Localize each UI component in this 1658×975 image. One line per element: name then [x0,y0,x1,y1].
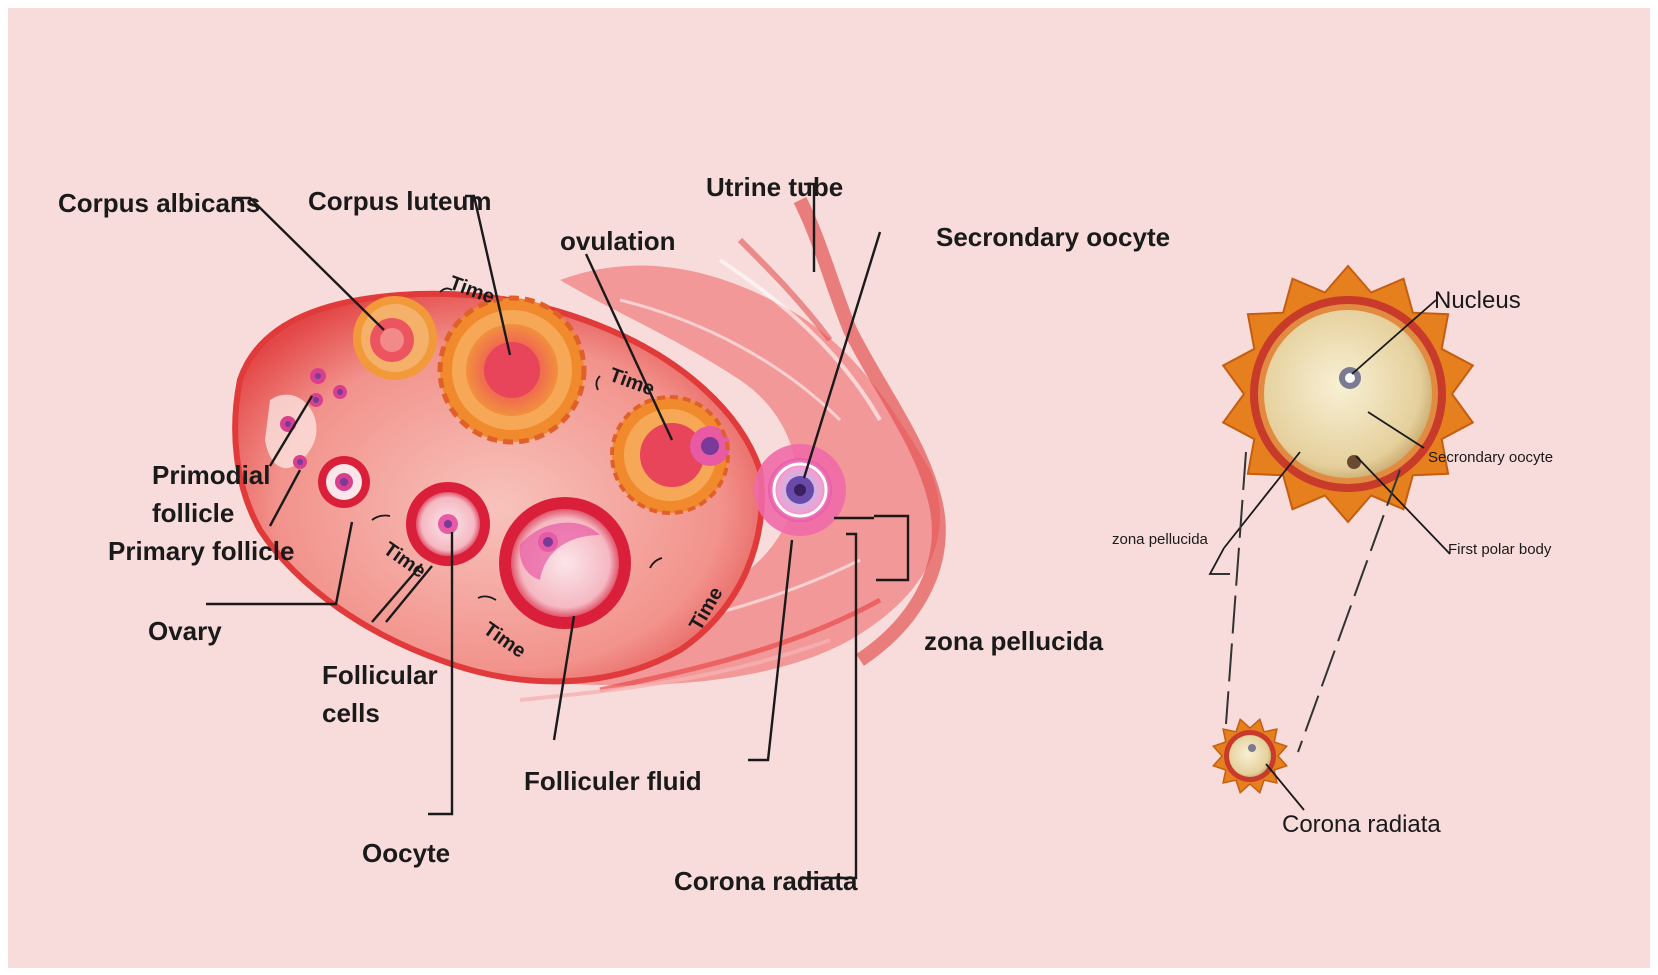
label-zona-pellucida: zona pellucida [924,626,1104,656]
corpus-luteum [440,298,584,442]
label-primodial: Primodial [152,460,270,490]
corpus-albicans [353,296,437,380]
label-ovary: Ovary [148,616,222,646]
label-ovulation: ovulation [560,226,676,256]
label-follicular-fluid: Folliculer fluid [524,766,702,796]
secondary-follicle [406,482,490,566]
primary-follicle [318,456,370,508]
label-secondary-oocyte: Secrondary oocyte [936,222,1170,252]
label-cells: cells [322,698,380,728]
label-follicle: follicle [152,498,234,528]
label-follicular: Follicular [322,660,438,690]
released-secondary-oocyte [754,444,846,536]
antral-follicle [499,497,631,629]
label-corpus-albicans: Corpus albicans [58,188,260,218]
detail-label-corona-radiata: Corona radiata [1282,811,1441,838]
label-primary-follicle: Primary follicle [108,536,294,566]
detail-label-nucleus: Nucleus [1434,287,1521,314]
label-oocyte: Oocyte [362,838,450,868]
ovulating-follicle [612,397,730,513]
label-corona-radiata: Corona radiata [674,866,858,896]
detail-label-secondary-oocyte: Secrondary oocyte [1428,449,1553,466]
label-utrine-tube: Utrine tube [706,172,843,202]
detail-oocyte-small [1213,719,1286,792]
detail-label-first-polar-body: First polar body [1448,541,1552,558]
detail-label-zona-pellucida: zona pellucida [1112,531,1209,548]
label-corpus-luteum: Corpus luteum [308,186,491,216]
